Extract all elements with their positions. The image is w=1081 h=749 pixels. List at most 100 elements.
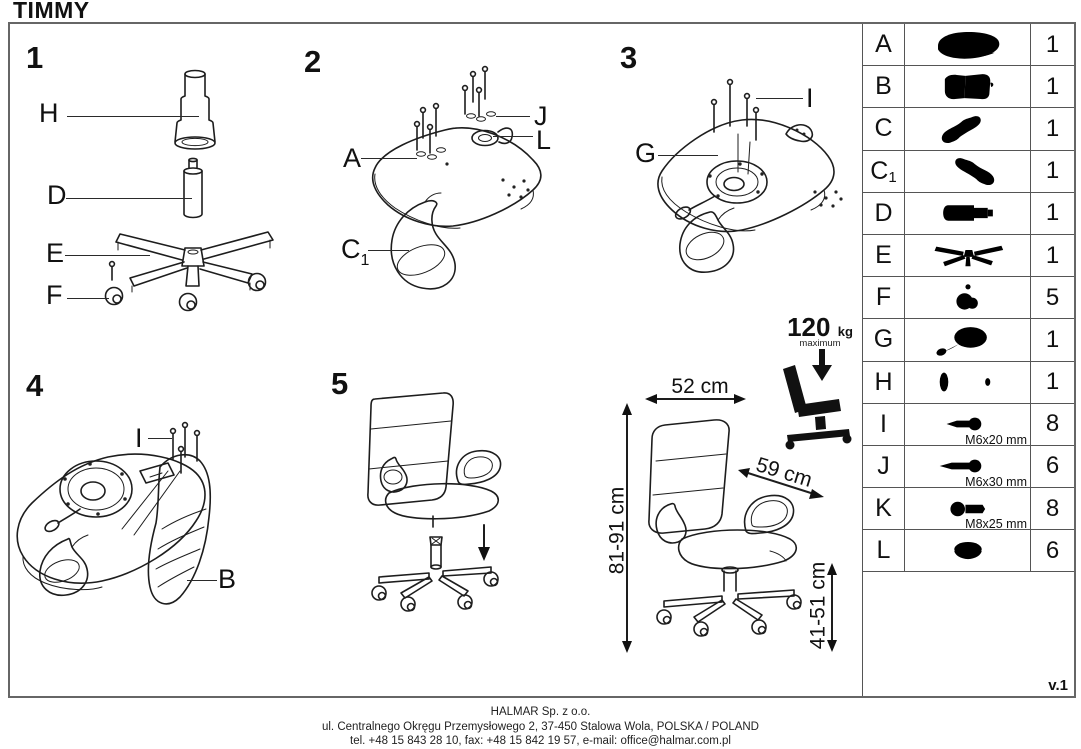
part-id-cell: K xyxy=(863,488,905,530)
screws-drawing xyxy=(413,65,496,160)
parts-table-row: C 1 xyxy=(863,108,1074,151)
step-5-number: 5 xyxy=(331,366,349,401)
part-id: C xyxy=(874,114,893,143)
parts-table-row: D 1 xyxy=(863,192,1074,235)
part-drawing-cell xyxy=(905,530,1030,571)
part-ref-label: H xyxy=(39,98,59,128)
parts-table-row: E 1 xyxy=(863,234,1074,278)
part-id-cell: L xyxy=(863,530,905,572)
part-ref-label: L xyxy=(536,125,552,155)
screws-drawing xyxy=(710,78,760,175)
part-ref-label: B xyxy=(218,564,237,594)
part-id-cell: D xyxy=(863,192,905,234)
star-base-icon xyxy=(916,238,1020,274)
part-qty: 1 xyxy=(1030,108,1074,150)
part-drawing-cell xyxy=(905,66,1030,107)
part-id: C xyxy=(870,156,889,185)
chair-top-assembly-drawing xyxy=(367,392,502,528)
leader-line xyxy=(67,298,109,299)
height-arrow xyxy=(622,403,632,653)
part-size-label: M6x30 mm xyxy=(965,475,1027,490)
part-qty: 6 xyxy=(1030,530,1074,572)
part-id-cell: C xyxy=(863,108,905,150)
part-id-sub: 1 xyxy=(888,168,897,186)
dimension-width: 52 cm xyxy=(671,375,729,398)
step-1-number: 1 xyxy=(26,40,44,75)
part-qty: 8 xyxy=(1030,403,1074,445)
step-4-number: 4 xyxy=(26,368,44,403)
diagram-board: 1 xyxy=(8,22,1076,698)
footer-company: HALMAR Sp. z o.o. xyxy=(490,706,591,718)
part-qty: 1 xyxy=(1030,66,1074,108)
parts-table-row: I M6x20 mm 8 xyxy=(863,403,1074,447)
part-qty: 1 xyxy=(1030,319,1074,361)
width-arrow xyxy=(645,394,746,404)
seat-underside-drawing xyxy=(657,118,835,233)
gas-lift-icon xyxy=(916,195,1020,231)
part-id: F xyxy=(875,283,892,312)
footer-contact: tel. +48 15 843 28 10, fax: +48 15 842 1… xyxy=(350,735,731,747)
parts-table-row: G 1 xyxy=(863,319,1074,362)
part-id-cell: I xyxy=(863,403,905,445)
seat-holes-dots xyxy=(813,190,843,208)
base-assembly-drawing xyxy=(371,536,499,612)
leader-line xyxy=(368,250,409,251)
chair-drawing xyxy=(648,419,802,637)
part-id-cell: B xyxy=(863,66,905,108)
seat-underside-drawing xyxy=(16,453,206,591)
part-drawing-cell xyxy=(905,319,1030,360)
part-qty: 6 xyxy=(1030,445,1074,488)
leader-line xyxy=(658,155,718,156)
armrest-left-icon xyxy=(916,111,1020,147)
part-id: E xyxy=(875,241,892,270)
parts-table-row: L 6 xyxy=(863,530,1074,573)
part-id: L xyxy=(876,536,891,565)
gas-lift-drawing xyxy=(183,157,203,219)
backrest-drawing xyxy=(139,454,212,605)
part-ref-label: I xyxy=(806,83,814,113)
telescopic-cover-icon xyxy=(916,364,1020,400)
leader-line xyxy=(756,98,803,99)
dimension-seat-height: 41-51 cm xyxy=(806,561,830,650)
part-ref-label: I xyxy=(135,423,143,453)
part-ref-label: G xyxy=(635,138,657,168)
armrest-drawing xyxy=(390,192,456,290)
armrest-attached-drawing xyxy=(39,534,89,596)
parts-table-row: A 1 xyxy=(863,24,1074,67)
star-base-drawing xyxy=(115,231,274,293)
part-qty: 5 xyxy=(1030,277,1074,319)
part-id: A xyxy=(875,30,892,59)
seat-holes-dots xyxy=(445,162,530,199)
bracket-drawing xyxy=(785,124,814,143)
backrest-icon xyxy=(916,69,1020,105)
leader-line xyxy=(496,116,530,117)
parts-table-row: F 5 xyxy=(863,277,1074,320)
max-load-caption: maximum xyxy=(799,338,841,349)
part-ref-label: D xyxy=(47,180,67,210)
part-id-cell: A xyxy=(863,24,905,66)
part-id: G xyxy=(873,325,894,354)
armrest-attached-drawing xyxy=(679,207,735,273)
part-id-cell: H xyxy=(863,361,905,403)
page-title: TIMMY xyxy=(13,0,90,23)
seat-icon xyxy=(916,27,1020,63)
part-qty: 1 xyxy=(1030,361,1074,403)
part-drawing-cell: M6x30 mm xyxy=(905,446,1030,490)
telescopic-cover-drawing xyxy=(174,69,216,150)
dimension-drawing xyxy=(622,394,837,653)
mechanism-drawing xyxy=(44,460,133,533)
part-qty: 1 xyxy=(1030,192,1074,234)
parts-table-row: K M8x25 mm 8 xyxy=(863,488,1074,531)
footer: HALMAR Sp. z o.o. ul. Centralnego Okręgu… xyxy=(0,705,1081,749)
part-id: D xyxy=(874,198,893,227)
step-5-drawing xyxy=(367,392,502,612)
mechanism-drawing xyxy=(674,160,768,220)
part-id: B xyxy=(875,72,892,101)
depth-arrow xyxy=(738,468,824,499)
caster-icon xyxy=(916,280,1020,316)
step-2-number: 2 xyxy=(304,44,322,79)
part-ref-label: E xyxy=(46,238,65,268)
part-drawing-cell xyxy=(905,151,1030,192)
